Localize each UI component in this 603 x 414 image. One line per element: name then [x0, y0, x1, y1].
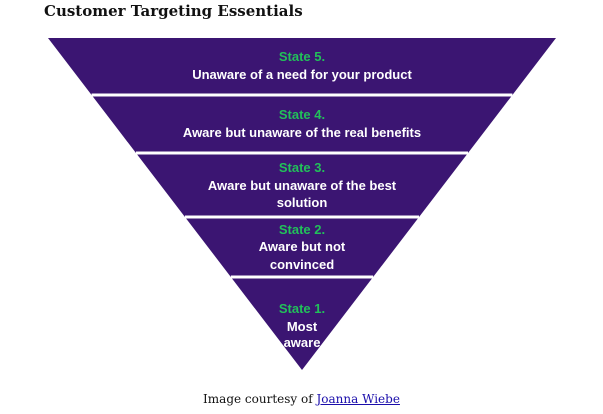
tier-description: Unaware of a need for your product	[192, 67, 412, 82]
funnel-tier-4: State 4. Aware but unaware of the real be…	[183, 107, 421, 140]
caption-prefix: Image courtesy of	[203, 392, 317, 406]
tier-description: solution	[277, 195, 328, 210]
funnel-shape	[48, 38, 556, 370]
page-title: Customer Targeting Essentials	[44, 2, 303, 20]
tier-description: Aware but not	[259, 239, 346, 254]
tier-state-label: State 4.	[279, 107, 325, 122]
image-caption: Image courtesy of Joanna Wiebe	[0, 392, 603, 406]
tier-description: Most	[287, 319, 318, 334]
tier-state-label: State 3.	[279, 160, 325, 175]
funnel-tier-5: State 5. Unaware of a need for your produ…	[192, 49, 412, 82]
tier-description: convinced	[270, 257, 334, 272]
author-link[interactable]: Joanna Wiebe	[316, 392, 400, 406]
tier-state-label: State 2.	[279, 222, 325, 237]
tier-state-label: State 1.	[279, 301, 325, 316]
funnel-tier-3: State 3. Aware but unaware of the best sol…	[208, 160, 397, 210]
funnel-tier-2: State 2. Aware but not convinced	[259, 222, 346, 272]
tier-description: Aware but unaware of the real benefits	[183, 125, 421, 140]
tier-state-label: State 5.	[279, 49, 325, 64]
tier-description: Aware but unaware of the best	[208, 178, 397, 193]
tier-description: aware	[284, 335, 321, 350]
